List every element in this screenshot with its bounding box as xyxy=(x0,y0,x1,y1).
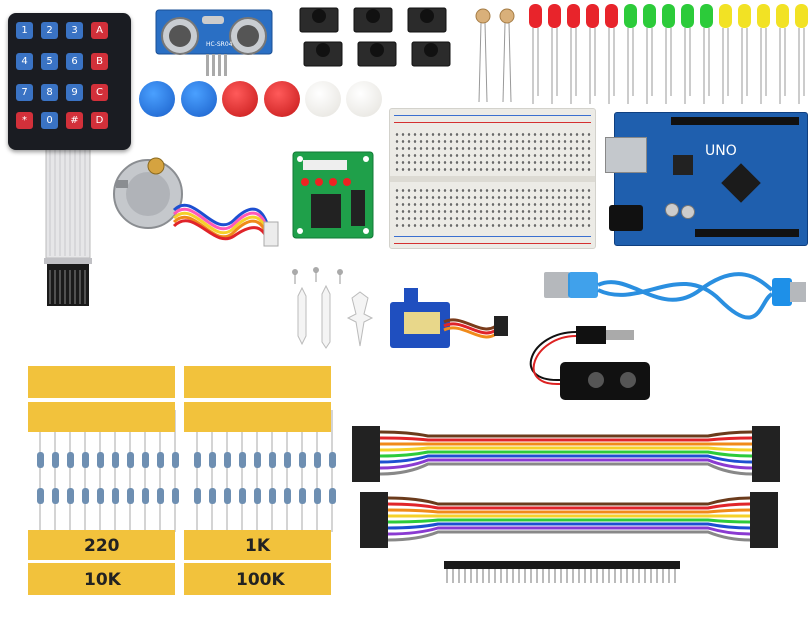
keypad-key-a[interactable]: A xyxy=(91,22,108,39)
keypad-ribbon-cable xyxy=(44,147,92,306)
keypad-key-3[interactable]: 3 xyxy=(66,22,83,39)
button-cap-white xyxy=(346,81,382,117)
button-cap-red xyxy=(264,81,300,117)
servo-motor xyxy=(390,288,508,348)
keypad-key-2[interactable]: 2 xyxy=(41,22,58,39)
leds-and-photoresistors xyxy=(475,4,808,104)
resistor-label-100k: 100K xyxy=(236,570,285,590)
board-label: UNO xyxy=(705,143,737,159)
jumper-wire-bundle-top xyxy=(352,426,780,482)
resistor-tape xyxy=(28,366,175,398)
resistor-tape xyxy=(184,366,331,398)
resistor-tape xyxy=(184,530,331,560)
keypad-key-c[interactable]: C xyxy=(91,84,108,101)
push-buttons xyxy=(299,7,451,67)
usb-cable xyxy=(544,272,806,320)
breadboard xyxy=(389,108,596,249)
jumper-wire-bundle-bottom xyxy=(360,492,778,548)
resistor-tape xyxy=(184,563,331,595)
arduino-uno-board: UNO xyxy=(605,112,808,246)
resistor-tape xyxy=(28,402,175,432)
resistor-label-220: 220 xyxy=(84,536,120,556)
jumper-wires xyxy=(352,426,780,548)
keypad-key-5[interactable]: 5 xyxy=(41,53,58,70)
ultrasonic-model-label: HC-SR04 xyxy=(206,41,233,48)
keypad-key-star[interactable]: * xyxy=(16,112,33,129)
keypad-key-8[interactable]: 8 xyxy=(41,84,58,101)
resistor-tape xyxy=(28,563,175,595)
resistor-tape xyxy=(184,402,331,432)
keypad-key-b[interactable]: B xyxy=(91,53,108,70)
keypad-key-9[interactable]: 9 xyxy=(66,84,83,101)
resistor-label-1k: 1K xyxy=(245,536,271,556)
button-cap-blue xyxy=(181,81,217,117)
keypad-key-4[interactable]: 4 xyxy=(16,53,33,70)
pin-header xyxy=(444,561,680,569)
keypad-key-hash[interactable]: # xyxy=(66,112,83,129)
keypad-key-7[interactable]: 7 xyxy=(16,84,33,101)
keypad-key-6[interactable]: 6 xyxy=(66,53,83,70)
resistor-label-10k: 10K xyxy=(84,570,121,590)
button-cap-white xyxy=(305,81,341,117)
battery-clip xyxy=(529,326,650,400)
stepper-driver-board xyxy=(292,151,374,239)
button-cap-blue xyxy=(139,81,175,117)
keypad-key-d[interactable]: D xyxy=(91,112,108,129)
keypad-key-1[interactable]: 1 xyxy=(16,22,33,39)
usb-port xyxy=(605,137,647,173)
dc-jack xyxy=(609,205,643,231)
keypad-key-0[interactable]: 0 xyxy=(41,112,58,129)
button-cap-red xyxy=(222,81,258,117)
pin-header-pins xyxy=(446,569,678,583)
servo-horns-and-screws xyxy=(292,267,374,349)
ultrasonic-sensor xyxy=(155,9,273,76)
resistor-tape xyxy=(28,530,175,560)
photoresistors xyxy=(475,8,515,103)
stepper-motor xyxy=(113,157,279,247)
